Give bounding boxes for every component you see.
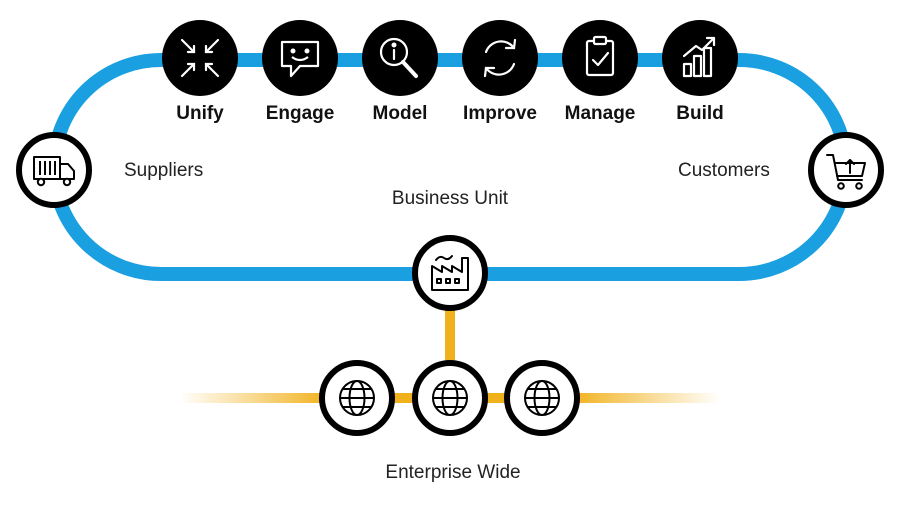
step-node-model xyxy=(362,20,438,96)
suppliers-label: Suppliers xyxy=(124,160,204,181)
step-node-manage xyxy=(562,20,638,96)
step-label-model: Model xyxy=(372,103,428,124)
enterprise-track-left-fade xyxy=(180,393,330,403)
suppliers-node xyxy=(16,132,92,208)
shopping-cart-icon xyxy=(826,154,866,190)
globe-icon xyxy=(339,380,375,416)
step-label-unify: Unify xyxy=(176,103,224,124)
enterprise-node-2 xyxy=(412,360,488,436)
refresh-cycle-icon xyxy=(483,38,517,78)
growth-bars-icon xyxy=(682,36,716,78)
business-unit-node xyxy=(412,235,488,311)
enterprise-node-1 xyxy=(319,360,395,436)
globe-icon xyxy=(524,380,560,416)
enterprise-wide-label: Enterprise Wide xyxy=(385,462,521,483)
customers-node xyxy=(808,132,884,208)
globe-icon xyxy=(432,380,468,416)
step-label-engage: Engage xyxy=(265,103,335,124)
magnifier-info-icon xyxy=(379,37,418,78)
arrows-inward-icon xyxy=(180,38,220,78)
step-node-improve xyxy=(462,20,538,96)
chat-smile-icon xyxy=(280,40,320,78)
step-node-build xyxy=(662,20,738,96)
step-label-build: Build xyxy=(676,103,724,124)
step-node-engage xyxy=(262,20,338,96)
factory-icon xyxy=(431,255,469,291)
customers-label: Customers xyxy=(678,160,770,181)
enterprise-track-right-fade xyxy=(570,393,720,403)
enterprise-node-3 xyxy=(504,360,580,436)
clipboard-check-icon xyxy=(585,35,615,77)
step-node-unify xyxy=(162,20,238,96)
delivery-truck-icon xyxy=(33,156,75,187)
step-label-improve: Improve xyxy=(463,103,537,124)
business-unit-label: Business Unit xyxy=(391,188,509,209)
step-label-manage: Manage xyxy=(564,103,636,124)
